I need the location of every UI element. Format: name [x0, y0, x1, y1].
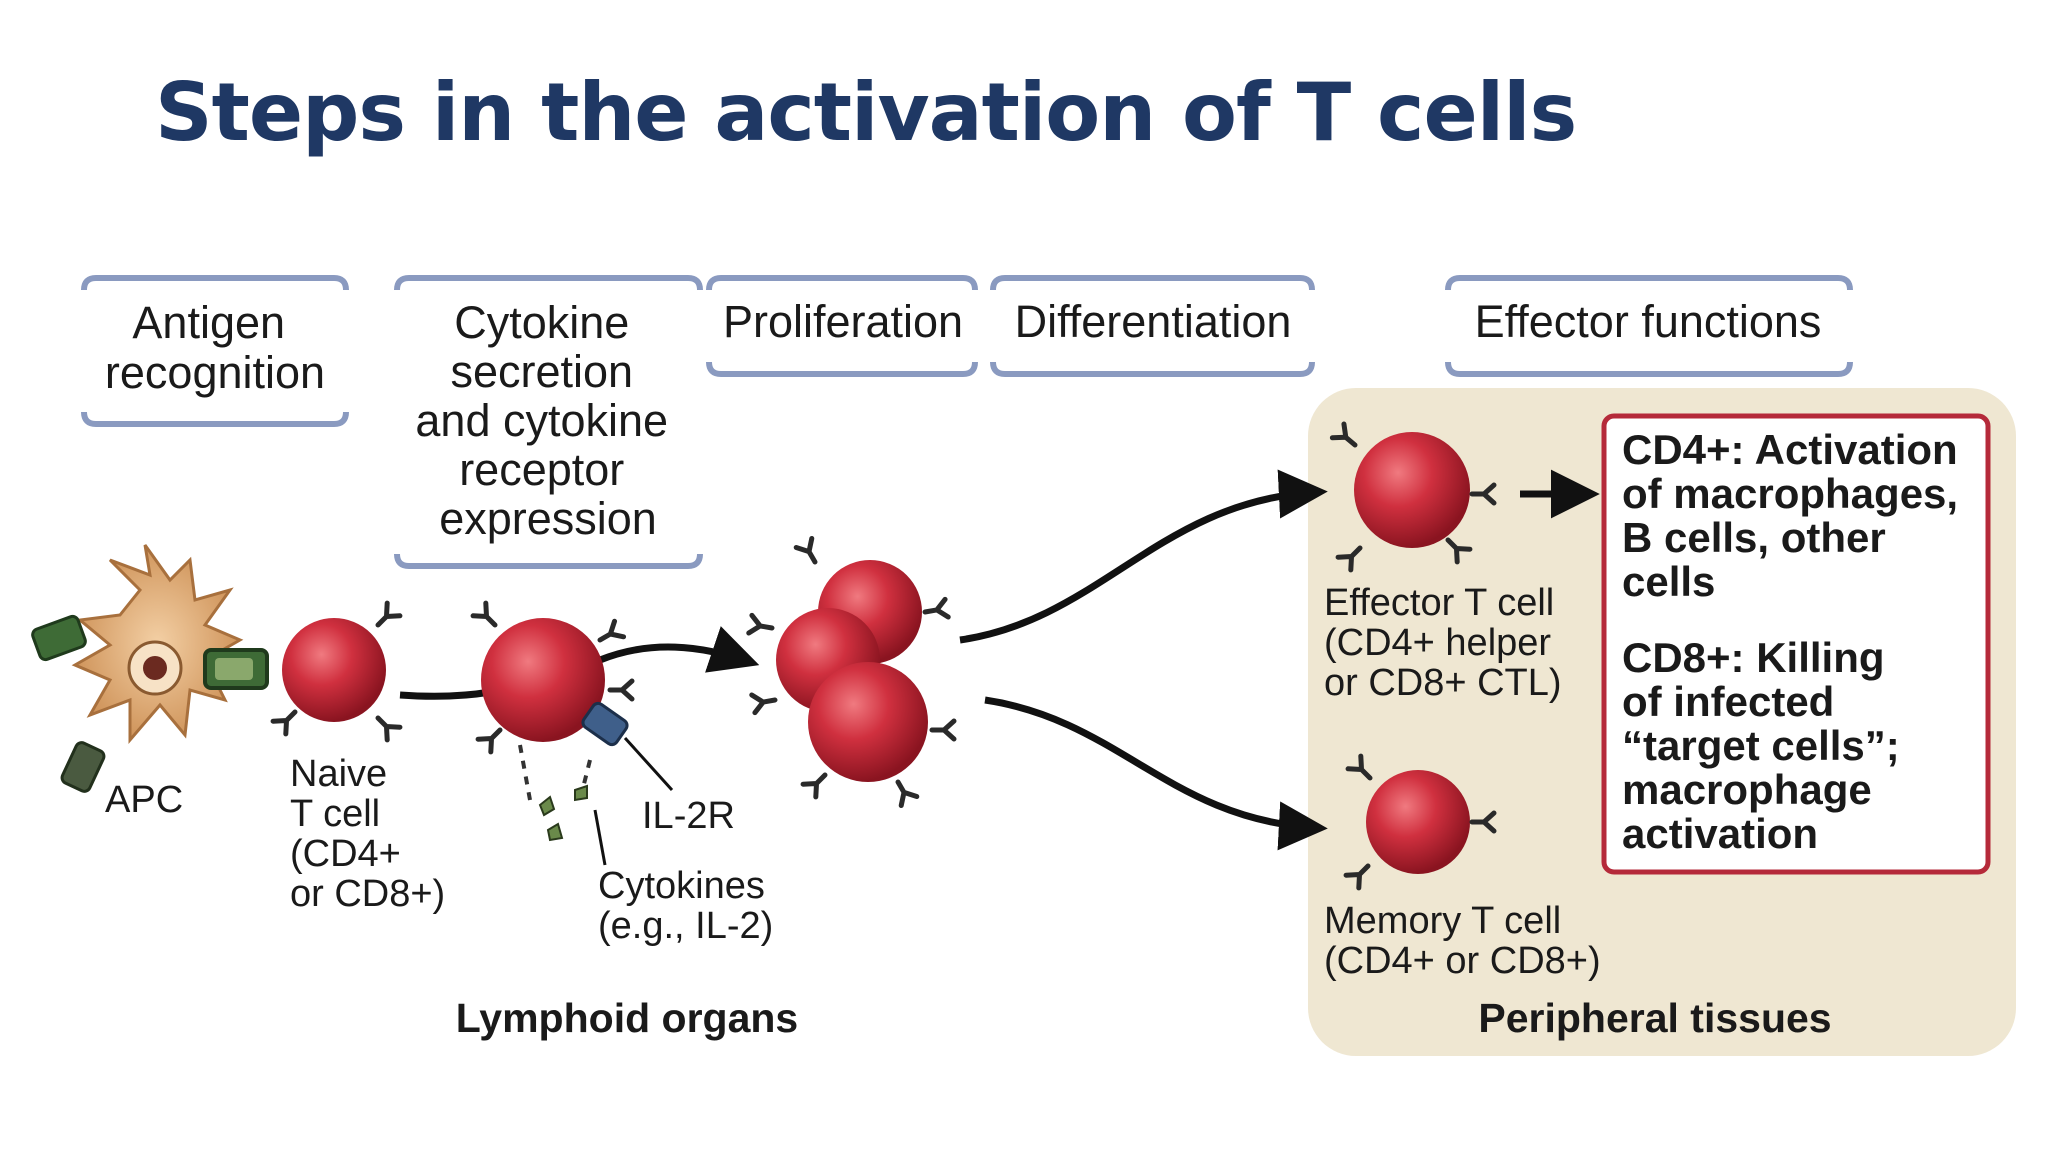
stage-label-proliferation: Proliferation [723, 296, 963, 347]
il2-receptor-icon [581, 701, 629, 747]
arrow-to-effector-cell [959, 469, 1328, 644]
naive-t-cell-label: Naive T cell (CD4+ or CD8+) [290, 753, 445, 915]
il2r-label: IL-2R [642, 795, 735, 837]
stage-label-differentiation: Differentiation [1015, 296, 1292, 347]
stage-bracket-proliferation [706, 275, 978, 377]
stage-bracket-antigen-recognition [81, 275, 349, 427]
stage-bracket-cytokine-secretion [394, 275, 703, 569]
stage-label-effector-functions: Effector functions [1475, 296, 1822, 347]
cytokines-label: Cytokines (e.g., IL-2) [598, 865, 775, 947]
apc-cell-icon [31, 544, 269, 793]
peripheral-tissues-label: Peripheral tissues [1478, 995, 1831, 1041]
apc-label: APC [105, 779, 183, 821]
memory-t-cell-icon [1346, 756, 1494, 888]
effector-functions-box [1601, 413, 1991, 875]
arrow-to-memory-cell [984, 696, 1328, 851]
cytokines-icon [518, 744, 607, 866]
stage-bracket-effector-functions [1445, 275, 1853, 377]
slide-title: Steps in the activation of T cells [155, 66, 1577, 159]
cd8-function-text: CD8+: Killing of infected “target cells”… [1622, 634, 1911, 857]
arrow-to-proliferation [598, 626, 760, 673]
lymphoid-organs-label: Lymphoid organs [456, 995, 798, 1041]
stage-label-antigen-recognition: Antigen recognition [105, 297, 325, 398]
effector-t-cell-label: Effector T cell (CD4+ helper or CD8+ CTL… [1324, 582, 1565, 704]
memory-t-cell-label: Memory T cell (CD4+ or CD8+) [1324, 900, 1601, 982]
effector-t-cell-icon [1332, 424, 1494, 570]
activated-t-cell-icon [473, 603, 674, 792]
stage-bracket-differentiation [990, 275, 1315, 377]
naive-t-cell-icon [273, 603, 400, 740]
cd4-function-text: CD4+: Activation of macrophages, B cells… [1622, 426, 1970, 605]
stage-label-cytokine-secretion: Cytokine secretion and cytokine receptor… [415, 297, 680, 544]
proliferating-t-cells-icon [749, 538, 954, 805]
